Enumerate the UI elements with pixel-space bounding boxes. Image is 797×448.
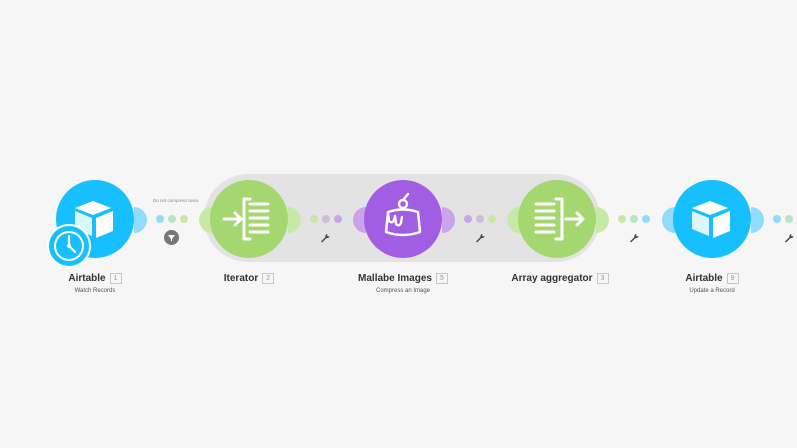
connection-dot bbox=[488, 215, 496, 223]
aggregator-input-handle[interactable] bbox=[502, 207, 520, 233]
mallabe-output-handle[interactable] bbox=[442, 207, 460, 233]
iterator-input-handle[interactable] bbox=[194, 207, 212, 233]
connection-dot bbox=[464, 215, 472, 223]
wrench-icon[interactable] bbox=[784, 233, 794, 243]
airtable-update-output-handle[interactable] bbox=[751, 207, 769, 233]
connection-dot bbox=[773, 215, 781, 223]
iterator-icon bbox=[222, 197, 270, 241]
wrench-icon[interactable] bbox=[629, 233, 639, 243]
aggregator-module[interactable] bbox=[518, 180, 596, 258]
airtable-icon bbox=[75, 201, 113, 238]
funnel-icon bbox=[168, 235, 175, 241]
connection-dot bbox=[618, 215, 626, 223]
aggregator-icon bbox=[534, 197, 585, 241]
airtable-watch-subtitle: Watch Records bbox=[74, 288, 116, 294]
iterator-module[interactable] bbox=[210, 180, 288, 258]
aggregator-output-handle[interactable] bbox=[596, 207, 614, 233]
airtable-icon bbox=[692, 201, 730, 238]
connection-dot bbox=[642, 215, 650, 223]
connection-dot bbox=[168, 215, 176, 223]
connection-dot bbox=[180, 215, 188, 223]
mallabe-module[interactable] bbox=[364, 180, 442, 258]
wrench-icon[interactable] bbox=[475, 233, 485, 243]
connection-dot bbox=[322, 215, 330, 223]
airtable-update-subtitle: Update a Record bbox=[689, 288, 735, 294]
airtable-update-input-handle[interactable] bbox=[657, 207, 675, 233]
connection-dot bbox=[156, 215, 164, 223]
wrench-icon[interactable] bbox=[320, 233, 330, 243]
connection-dot bbox=[785, 215, 793, 223]
filter-button[interactable] bbox=[164, 230, 179, 245]
clock-icon bbox=[54, 231, 84, 261]
connection-dot bbox=[334, 215, 342, 223]
airtable-watch-output-handle[interactable] bbox=[134, 207, 152, 233]
iterator-output-handle[interactable] bbox=[288, 207, 306, 233]
connection-dot bbox=[310, 215, 318, 223]
cake-icon bbox=[384, 192, 422, 237]
filter-label[interactable]: Do not compress twice bbox=[153, 198, 199, 203]
connection-dot bbox=[630, 215, 638, 223]
airtable-update-module[interactable] bbox=[673, 180, 751, 258]
mallabe-input-handle[interactable] bbox=[348, 207, 366, 233]
schedule-clock-badge[interactable] bbox=[47, 224, 91, 268]
connection-dot bbox=[476, 215, 484, 223]
mallabe-subtitle: Compress an Image bbox=[375, 288, 431, 294]
